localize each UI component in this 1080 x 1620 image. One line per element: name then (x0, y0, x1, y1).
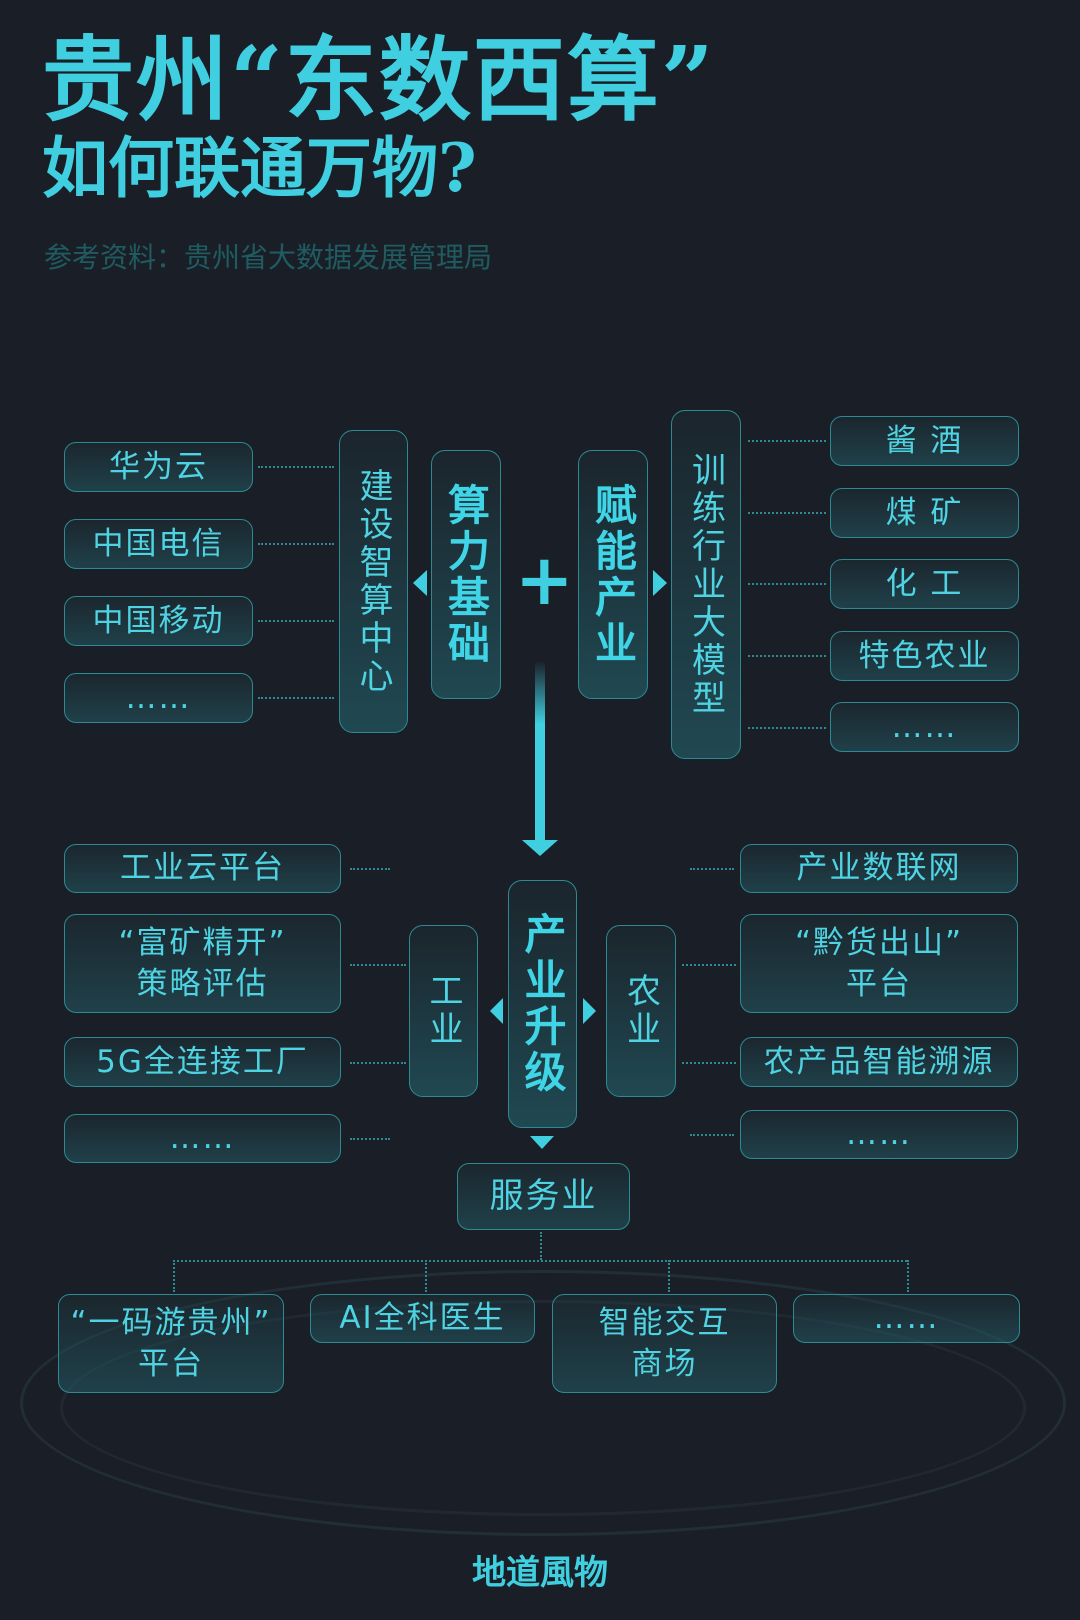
ai-general-doctor: AI全科医生 (310, 1294, 535, 1343)
connector (258, 543, 334, 545)
brand-logo: 地道風物 (472, 1553, 608, 1593)
connector (690, 868, 734, 870)
agri-product-tracing: 农产品智能溯源 (740, 1037, 1018, 1087)
connector (350, 868, 390, 870)
connector (690, 1134, 734, 1136)
connector (258, 620, 334, 622)
provider-china-telecom: 中国电信 (64, 519, 253, 569)
empower-industry: 赋能产业 (578, 450, 648, 699)
connector (425, 1260, 427, 1292)
connector (748, 512, 826, 514)
service-sector: 服务业 (457, 1163, 630, 1230)
industry-agriculture: 特色农业 (830, 631, 1019, 681)
connector (540, 1232, 542, 1260)
source-note: 参考资料：贵州省大数据发展管理局 (44, 241, 493, 274)
connector (350, 1062, 406, 1064)
industry-coal: 煤 矿 (830, 488, 1019, 538)
connector (748, 440, 826, 442)
arrow-right-icon (583, 998, 596, 1024)
title-line2: 如何联通万物? (42, 129, 477, 207)
connector (668, 1260, 670, 1292)
agri-item-more: …… (740, 1110, 1018, 1159)
arrow-left-icon (413, 570, 427, 596)
connector (748, 583, 826, 585)
guizhou-goods-platform: “黔货出山” 平台 (740, 914, 1018, 1013)
computing-foundation: 算力基础 (431, 450, 501, 699)
stadium-ring-decoration (20, 1270, 1066, 1536)
5g-connected-factory: 5G全连接工厂 (64, 1037, 341, 1087)
provider-more: …… (64, 673, 253, 723)
industry-liquor: 酱 酒 (830, 416, 1019, 466)
industrial-cloud-platform: 工业云平台 (64, 844, 341, 893)
connector (682, 1062, 736, 1064)
title-line1: 贵州“东数西算” (42, 26, 716, 134)
industry-item-more: …… (64, 1114, 341, 1163)
connector (258, 697, 334, 699)
service-item-more: …… (793, 1294, 1020, 1343)
industry-sector: 工业 (409, 925, 478, 1097)
train-industry-models: 训练行业大模型 (671, 410, 741, 759)
build-computing-center: 建设智算中心 (339, 430, 408, 733)
guizhou-tour-platform: “一码游贵州” 平台 (58, 1294, 284, 1393)
connector (350, 1138, 390, 1140)
industry-more: …… (830, 702, 1019, 752)
smart-interactive-mall: 智能交互 商场 (552, 1294, 777, 1393)
connector (682, 964, 736, 966)
connector (748, 655, 826, 657)
industry-chemical: 化 工 (830, 559, 1019, 609)
provider-huawei-cloud: 华为云 (64, 442, 253, 492)
agriculture-sector: 农业 (606, 925, 676, 1097)
arrow-left-icon (490, 998, 503, 1024)
connector (907, 1260, 909, 1292)
connector (173, 1260, 175, 1292)
connector (258, 466, 334, 468)
stadium-ring-inner-decoration (60, 1300, 1026, 1516)
industry-data-network: 产业数联网 (740, 844, 1018, 893)
industry-upgrade: 产业升级 (508, 880, 577, 1128)
down-arrow-shaft (535, 661, 545, 841)
connector (173, 1260, 907, 1262)
resource-strategy-assessment: “富矿精开” 策略评估 (64, 914, 341, 1013)
provider-china-mobile: 中国移动 (64, 596, 253, 646)
arrow-right-icon (653, 570, 667, 596)
connector (748, 727, 826, 729)
plus-icon: + (515, 539, 574, 621)
arrow-down-icon (530, 1136, 554, 1149)
arrow-down-icon (522, 840, 558, 856)
connector (350, 964, 406, 966)
